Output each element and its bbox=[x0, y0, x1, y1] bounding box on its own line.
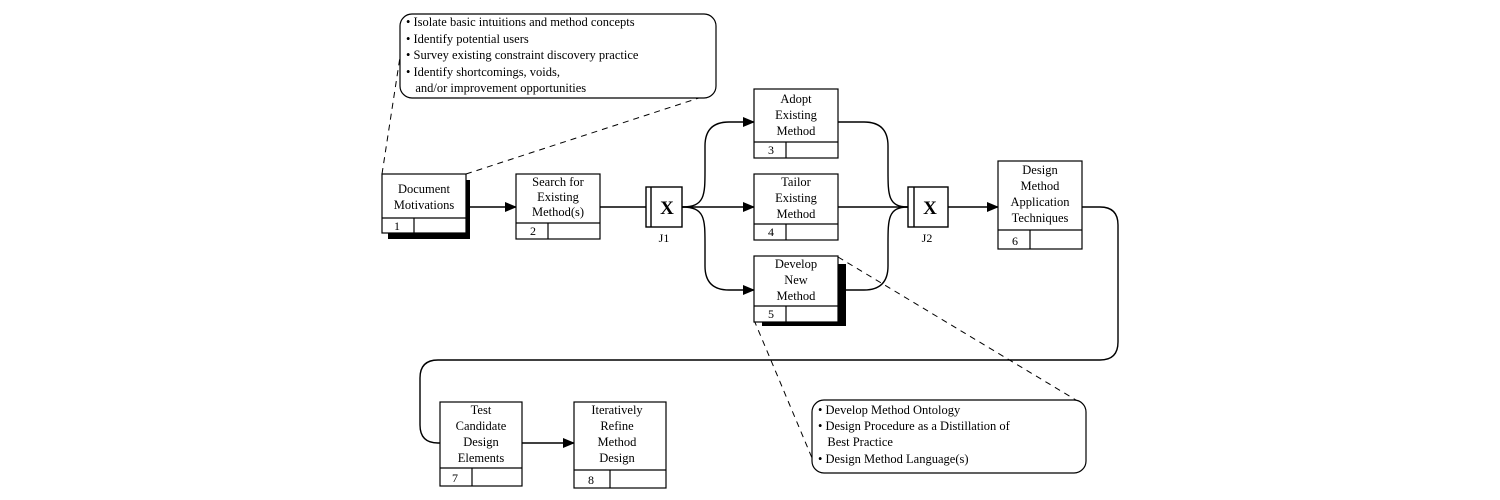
process-box-test-candidate: Test Candidate Design Elements 7 bbox=[439, 401, 523, 487]
top-note-leader-left bbox=[381, 17, 407, 175]
box-7-label-line-2: Candidate bbox=[456, 419, 507, 433]
top-note-line-3: • Survey existing constraint discovery p… bbox=[406, 48, 639, 62]
box-1-label-line-1: Document bbox=[398, 182, 451, 196]
box-4-label-line-2: Existing bbox=[775, 191, 817, 205]
top-note-line-1: • Isolate basic intuitions and method co… bbox=[406, 15, 635, 29]
junction-j2: X J2 bbox=[907, 186, 949, 245]
arrow-j1-to-3 bbox=[681, 117, 755, 208]
box-2-label-line-3: Method(s) bbox=[532, 205, 584, 219]
process-box-iteratively-refine: Iteratively Refine Method Design 8 bbox=[573, 401, 667, 489]
top-note-leader-right bbox=[465, 95, 706, 175]
box-7-number: 7 bbox=[452, 471, 458, 485]
arrow-j1-to-5 bbox=[681, 206, 755, 295]
process-box-search-existing: Search for Existing Method(s) 2 bbox=[515, 173, 601, 240]
box-8-number: 8 bbox=[588, 473, 594, 487]
box-2-label-line-2: Existing bbox=[537, 190, 579, 204]
box-4-label-line-1: Tailor bbox=[781, 175, 812, 189]
box-3-number: 3 bbox=[768, 143, 774, 157]
box-5-label-line-3: Method bbox=[777, 289, 817, 303]
box-7-label-line-3: Design bbox=[463, 435, 499, 449]
callout-leaders bbox=[381, 17, 1077, 459]
bottom-note-line-1: • Develop Method Ontology bbox=[818, 403, 961, 417]
top-note-line-2: • Identify potential users bbox=[406, 32, 529, 46]
box-3-label-line-3: Method bbox=[777, 124, 817, 138]
box-8-label-line-1: Iteratively bbox=[591, 403, 643, 417]
junction-j1-symbol: X bbox=[660, 198, 674, 219]
bottom-note-leader-left bbox=[753, 319, 813, 459]
box-8-label-line-2: Refine bbox=[600, 419, 634, 433]
bottom-note-callout: • Develop Method Ontology • Design Proce… bbox=[811, 399, 1087, 474]
link-5-to-j2 bbox=[846, 206, 909, 291]
box-8-label-line-3: Method bbox=[598, 435, 638, 449]
box-1-number: 1 bbox=[394, 219, 400, 233]
box-6-label-line-3: Application bbox=[1010, 195, 1070, 209]
box-6-label-line-4: Techniques bbox=[1012, 211, 1069, 225]
box-5-label-line-2: New bbox=[784, 273, 808, 287]
bottom-note-line-4: • Design Method Language(s) bbox=[818, 452, 969, 466]
box-6-label-line-2: Method bbox=[1021, 179, 1061, 193]
box-7-label-line-4: Elements bbox=[458, 451, 505, 465]
box-6-label-line-1: Design bbox=[1022, 163, 1058, 177]
link-3-to-j2 bbox=[838, 121, 909, 208]
box-5-number: 5 bbox=[768, 307, 774, 321]
process-box-tailor-existing: Tailor Existing Method 4 bbox=[753, 173, 839, 241]
junction-j1: X J1 bbox=[645, 186, 683, 245]
process-box-design-method-techniques: Design Method Application Techniques 6 bbox=[997, 160, 1083, 250]
process-box-adopt-existing: Adopt Existing Method 3 bbox=[753, 88, 839, 159]
box-5-label-line-1: Develop bbox=[775, 257, 817, 271]
connectors bbox=[419, 117, 1119, 448]
box-2-label-line-1: Search for bbox=[532, 175, 585, 189]
box-6-number: 6 bbox=[1012, 234, 1018, 248]
bottom-note-line-2: • Design Procedure as a Distillation of bbox=[818, 419, 1011, 433]
box-1-label-line-2: Motivations bbox=[394, 198, 455, 212]
box-8-label-line-4: Design bbox=[599, 451, 635, 465]
bottom-note-line-3: Best Practice bbox=[818, 435, 893, 449]
box-3-label-line-1: Adopt bbox=[780, 92, 812, 106]
process-box-develop-new: Develop New Method 5 bbox=[753, 255, 846, 326]
box-4-label-line-3: Method bbox=[777, 207, 817, 221]
box-4-number: 4 bbox=[768, 225, 774, 239]
top-note-line-4: • Identify shortcomings, voids, bbox=[406, 65, 560, 79]
bottom-note-leader-right bbox=[837, 256, 1077, 401]
process-box-document-motivations: Document Motivations 1 bbox=[381, 173, 470, 239]
arrow-6-to-7 bbox=[419, 206, 1119, 444]
box-7-label-line-1: Test bbox=[471, 403, 492, 417]
junction-j2-label: J2 bbox=[922, 231, 933, 245]
junction-j2-symbol: X bbox=[923, 198, 937, 219]
top-note-line-5: and/or improvement opportunities bbox=[406, 81, 586, 95]
junction-j1-label: J1 bbox=[659, 231, 670, 245]
box-3-label-line-2: Existing bbox=[775, 108, 817, 122]
box-2-number: 2 bbox=[530, 224, 536, 238]
top-note-callout: • Isolate basic intuitions and method co… bbox=[399, 13, 717, 99]
